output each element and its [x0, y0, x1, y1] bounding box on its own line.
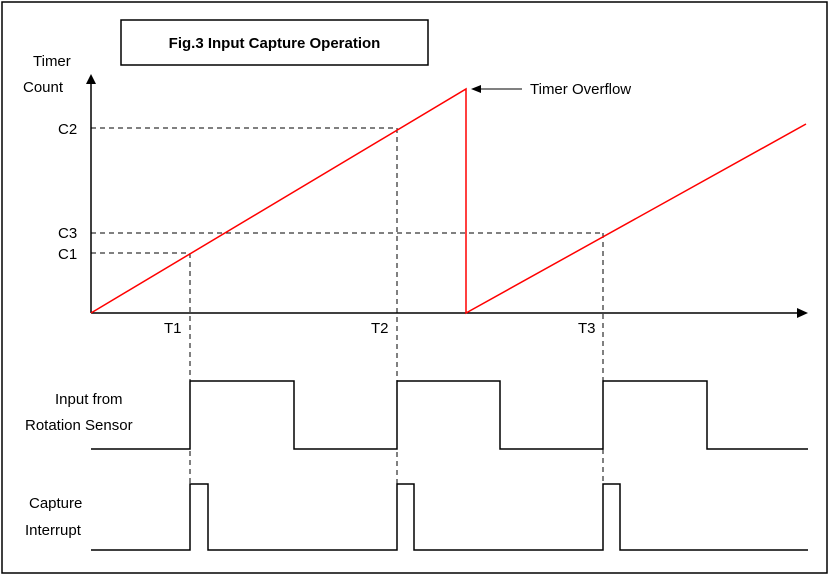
title-box: [120, 19, 429, 66]
overflow-label: Timer Overflow: [530, 81, 631, 98]
capture-interrupt-waveform: [91, 483, 808, 551]
time-label-t2: T2: [371, 320, 389, 337]
sensor-label-line2: Rotation Sensor: [25, 417, 133, 434]
figure-title: Fig.3 Input Capture Operation: [169, 35, 381, 52]
y-level-c1: C1: [58, 246, 77, 263]
interrupt-label-line1: Capture: [29, 495, 82, 512]
y-level-c2: C2: [58, 121, 77, 138]
y-axis-label-line2: Count: [23, 79, 64, 96]
time-label-t1: T1: [164, 320, 182, 337]
timer-count-ramp: [90, 87, 807, 315]
y-level-c3: C3: [58, 225, 77, 242]
y-axis-label-line1: Timer: [33, 53, 71, 70]
time-label-t3: T3: [578, 320, 596, 337]
interrupt-label-line2: Interrupt: [25, 522, 82, 539]
x-axis-arrow: [797, 308, 808, 318]
y-axis-arrow: [86, 74, 96, 84]
rotation-sensor-waveform: [91, 380, 808, 450]
sensor-label-line1: Input from: [55, 391, 123, 408]
overflow-pointer-arrow: [471, 85, 481, 93]
